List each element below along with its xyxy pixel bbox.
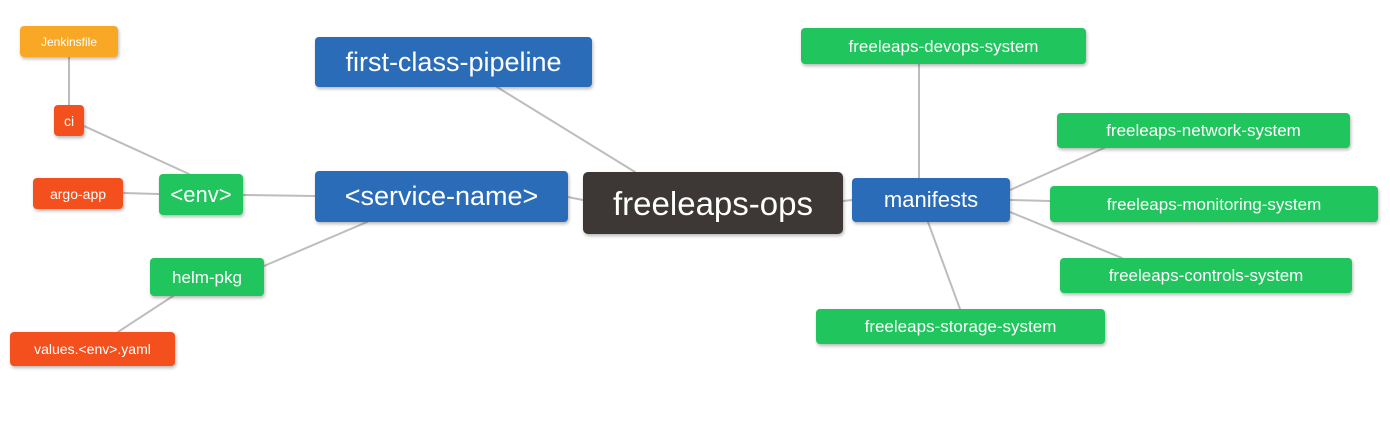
- edge-freeleaps-ops-to-service-name: [567, 196, 584, 201]
- node-freeleaps-monitoring-system[interactable]: freeleaps-monitoring-system: [1050, 186, 1378, 222]
- node-values-env-yaml[interactable]: values.<env>.yaml: [10, 332, 175, 366]
- node-label: ci: [63, 112, 75, 129]
- node-label: <service-name>: [344, 181, 539, 211]
- node-freeleaps-network-system[interactable]: freeleaps-network-system: [1057, 113, 1350, 148]
- node-service-name[interactable]: <service-name>: [315, 171, 568, 222]
- node-freeleaps-ops[interactable]: freeleaps-ops: [583, 172, 843, 234]
- edge-env-to-ci: [83, 125, 190, 175]
- node-label: argo-app: [49, 185, 107, 202]
- node-label: freeleaps-controls-system: [1108, 266, 1304, 285]
- node-manifests[interactable]: manifests: [852, 178, 1010, 222]
- node-first-class-pipeline[interactable]: first-class-pipeline: [315, 37, 592, 87]
- node-freeleaps-controls-system[interactable]: freeleaps-controls-system: [1060, 258, 1352, 293]
- node-label: values.<env>.yaml: [34, 341, 151, 357]
- node-label: helm-pkg: [172, 267, 242, 287]
- node-label: freeleaps-ops: [613, 184, 813, 222]
- node-freeleaps-devops-system[interactable]: freeleaps-devops-system: [801, 28, 1086, 64]
- edge-manifests-to-freeleaps-storage-system: [927, 221, 961, 310]
- node-label: freeleaps-network-system: [1106, 121, 1301, 140]
- node-label: manifests: [883, 187, 979, 212]
- node-label: first-class-pipeline: [345, 46, 562, 77]
- node-helm-pkg[interactable]: helm-pkg: [150, 258, 264, 296]
- node-label: freeleaps-devops-system: [848, 36, 1039, 56]
- edge-freeleaps-ops-to-manifests: [842, 199, 853, 202]
- edge-freeleaps-ops-to-first-class-pipeline: [496, 86, 636, 173]
- node-label: <env>: [170, 181, 232, 207]
- node-label: Jenkinsfile: [40, 34, 98, 49]
- node-label: freeleaps-storage-system: [864, 317, 1057, 336]
- node-jenkinsfile[interactable]: Jenkinsfile: [20, 26, 118, 57]
- edge-service-name-to-env: [242, 194, 316, 197]
- edge-manifests-to-freeleaps-network-system: [1009, 147, 1105, 191]
- node-label: freeleaps-monitoring-system: [1106, 194, 1322, 214]
- node-argo-app[interactable]: argo-app: [33, 178, 123, 209]
- node-freeleaps-storage-system[interactable]: freeleaps-storage-system: [816, 309, 1105, 344]
- edge-helm-pkg-to-values-env-yaml: [117, 295, 174, 333]
- node-env[interactable]: <env>: [159, 174, 243, 215]
- edge-env-to-argo-app: [122, 192, 160, 195]
- edge-service-name-to-helm-pkg: [263, 221, 368, 267]
- node-ci[interactable]: ci: [54, 105, 84, 136]
- edge-manifests-to-freeleaps-monitoring-system: [1009, 199, 1051, 202]
